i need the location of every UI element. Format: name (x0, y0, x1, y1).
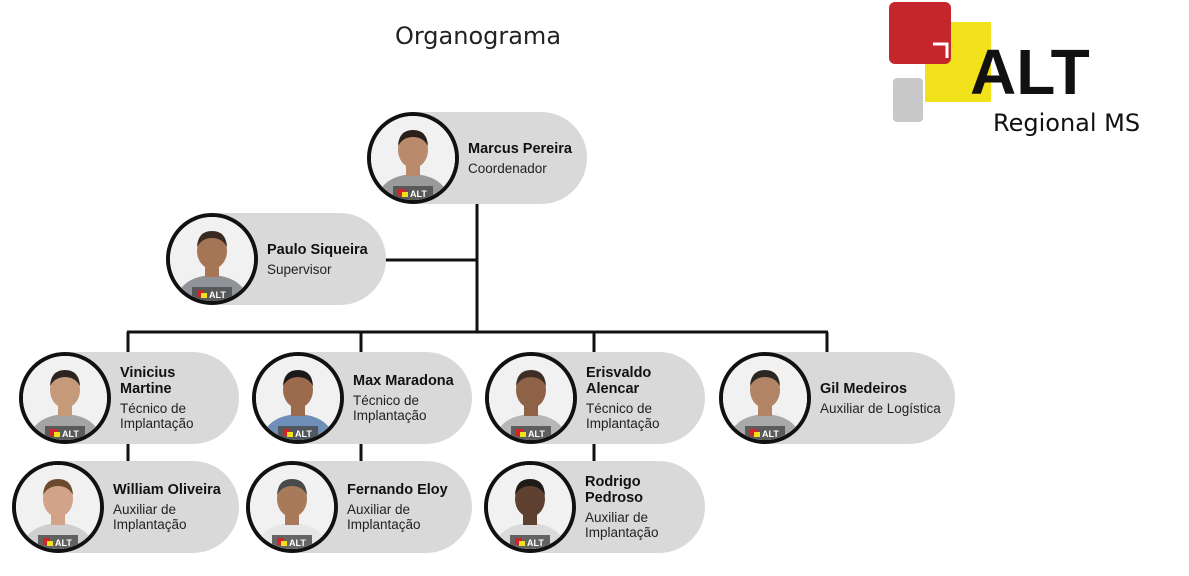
svg-text:ALT: ALT (528, 429, 545, 439)
avatar: ALT (367, 112, 459, 204)
card-vinicius: ALT Vinicius Martine Técnico de Implanta… (19, 352, 239, 444)
card-marcus: ALT Marcus Pereira Coordenador (367, 112, 587, 204)
avatar: ALT (719, 352, 811, 444)
person-role: Auxiliar de Implantação (347, 502, 421, 532)
logo-brand-text: ALT (970, 36, 1090, 108)
person-role: Técnico de Implantação (586, 401, 660, 431)
svg-text:ALT: ALT (55, 538, 72, 548)
person-name: Erisvaldo Alencar (586, 365, 652, 397)
card-gil: ALT Gil Medeiros Auxiliar de Logística (719, 352, 955, 444)
avatar: ALT (485, 352, 577, 444)
page-title: Organograma (394, 22, 562, 50)
person-role: Supervisor (267, 261, 332, 277)
avatar: ALT (252, 352, 344, 444)
person-name: William Oliveira (113, 482, 221, 498)
card-paulo: ALT Paulo Siqueira Supervisor (166, 213, 386, 305)
avatar: ALT (484, 461, 576, 553)
person-role: Técnico de Implantação (353, 393, 427, 423)
person-role: Auxiliar de Implantação (113, 502, 187, 532)
logo-white-corner (933, 42, 949, 58)
person-role: Técnico de Implantação (120, 401, 194, 431)
person-name: Vinicius Martine (120, 365, 176, 397)
person-name: Fernando Eloy (347, 482, 448, 498)
person-role: Auxiliar de Implantação (585, 510, 659, 540)
svg-text:ALT: ALT (289, 538, 306, 548)
card-erisvaldo: ALT Erisvaldo Alencar Técnico de Implant… (485, 352, 705, 444)
card-rodrigo: ALT Rodrigo Pedroso Auxiliar de Implanta… (484, 461, 705, 553)
person-name: Gil Medeiros (820, 380, 908, 397)
svg-text:ALT: ALT (62, 429, 79, 439)
svg-text:ALT: ALT (209, 290, 226, 300)
logo-red-block (889, 2, 951, 64)
person-role: Auxiliar de Logística (820, 400, 941, 416)
person-name: Paulo Siqueira (267, 241, 368, 258)
alt-regional-logo: ALT Regional MS (889, 2, 1140, 137)
avatar: ALT (12, 461, 104, 553)
avatar: ALT (246, 461, 338, 553)
card-max: ALT Max Maradona Técnico de Implantação (252, 352, 472, 444)
card-william: ALT William Oliveira Auxiliar de Implant… (12, 461, 239, 553)
svg-text:ALT: ALT (295, 429, 312, 439)
logo-region-text: Regional MS (993, 109, 1140, 137)
avatar: ALT (19, 352, 111, 444)
logo-gray-block (893, 78, 923, 122)
avatar: ALT (166, 213, 258, 305)
svg-text:ALT: ALT (762, 429, 779, 439)
svg-text:ALT: ALT (410, 189, 427, 199)
person-name: Max Maradona (353, 373, 454, 389)
person-role: Coordenador (468, 160, 547, 176)
card-fernando: ALT Fernando Eloy Auxiliar de Implantaçã… (246, 461, 472, 553)
person-name: Rodrigo Pedroso (585, 474, 644, 506)
svg-text:ALT: ALT (527, 538, 544, 548)
person-name: Marcus Pereira (468, 140, 572, 157)
